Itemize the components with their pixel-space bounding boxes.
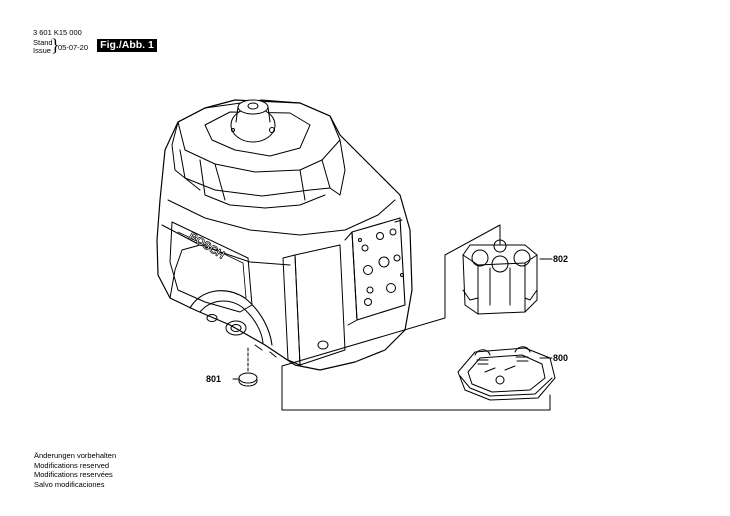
issue-date: 05-07-20 — [58, 43, 89, 52]
part-801-foot — [232, 347, 258, 387]
callout-800: 800 — [553, 353, 569, 363]
laser-housing: BOSCH — [156, 99, 413, 371]
note-line-fr: Modifications reservées — [34, 470, 113, 479]
note-line-es: Salvo modificaciones — [34, 479, 105, 489]
note-line-en: Modifications reserved — [34, 460, 110, 470]
figure-label: Fig./Abb. 1 — [97, 39, 157, 52]
stand-label: Stand — [33, 38, 53, 47]
modification-notes: Änderungen vorbehalten Modifications res… — [34, 451, 116, 489]
document-number: 3 601 K15 000 — [33, 28, 82, 37]
issue-label: Issue — [33, 46, 51, 55]
part-800-battery-cover — [457, 346, 556, 401]
brand-text: BOSCH — [186, 230, 226, 261]
brace-glyph: } — [51, 35, 60, 55]
brand-logo: BOSCH — [186, 230, 227, 262]
assembly-bracket — [281, 365, 551, 411]
callout-801: 801 — [206, 374, 222, 384]
part-802-battery-holder — [462, 239, 553, 315]
note-line-de: Änderungen vorbehalten — [34, 451, 117, 460]
callout-802: 802 — [553, 254, 569, 264]
